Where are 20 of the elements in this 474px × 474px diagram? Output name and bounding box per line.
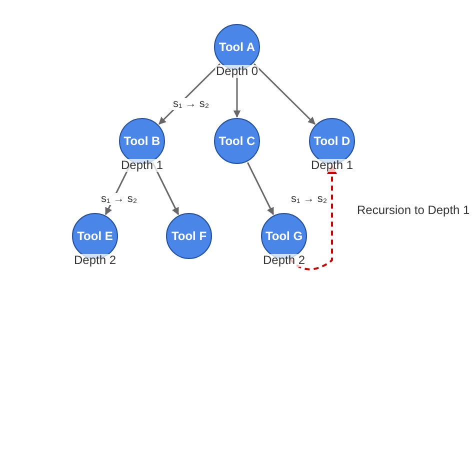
node-label: Tool C [218, 134, 256, 148]
node-label: Tool B [122, 134, 162, 148]
edge-label: s₁ → s₂ [100, 193, 138, 205]
annotation-text: Recursion to Depth 1 [356, 203, 471, 217]
tool-circle [166, 213, 212, 259]
depth-label: Depth 2 [262, 254, 306, 267]
node-label: Tool A [218, 40, 256, 54]
edge-label: s₁ → s₂ [172, 98, 210, 110]
depth-label: Depth 1 [120, 159, 164, 172]
edge-label: s₁ → s₂ [290, 193, 328, 205]
depth-label: Depth 1 [310, 159, 354, 172]
node-label: Tool D [312, 134, 352, 148]
node-label: Tool F [170, 229, 208, 243]
depth-label: Depth 2 [72, 254, 118, 267]
node-label: Tool G [264, 229, 304, 243]
arrow [246, 162, 274, 216]
arrow [254, 63, 316, 125]
depth-label: Depth 0 [214, 65, 260, 78]
node-label: Tool E [76, 229, 114, 243]
tool-circle [214, 118, 260, 164]
